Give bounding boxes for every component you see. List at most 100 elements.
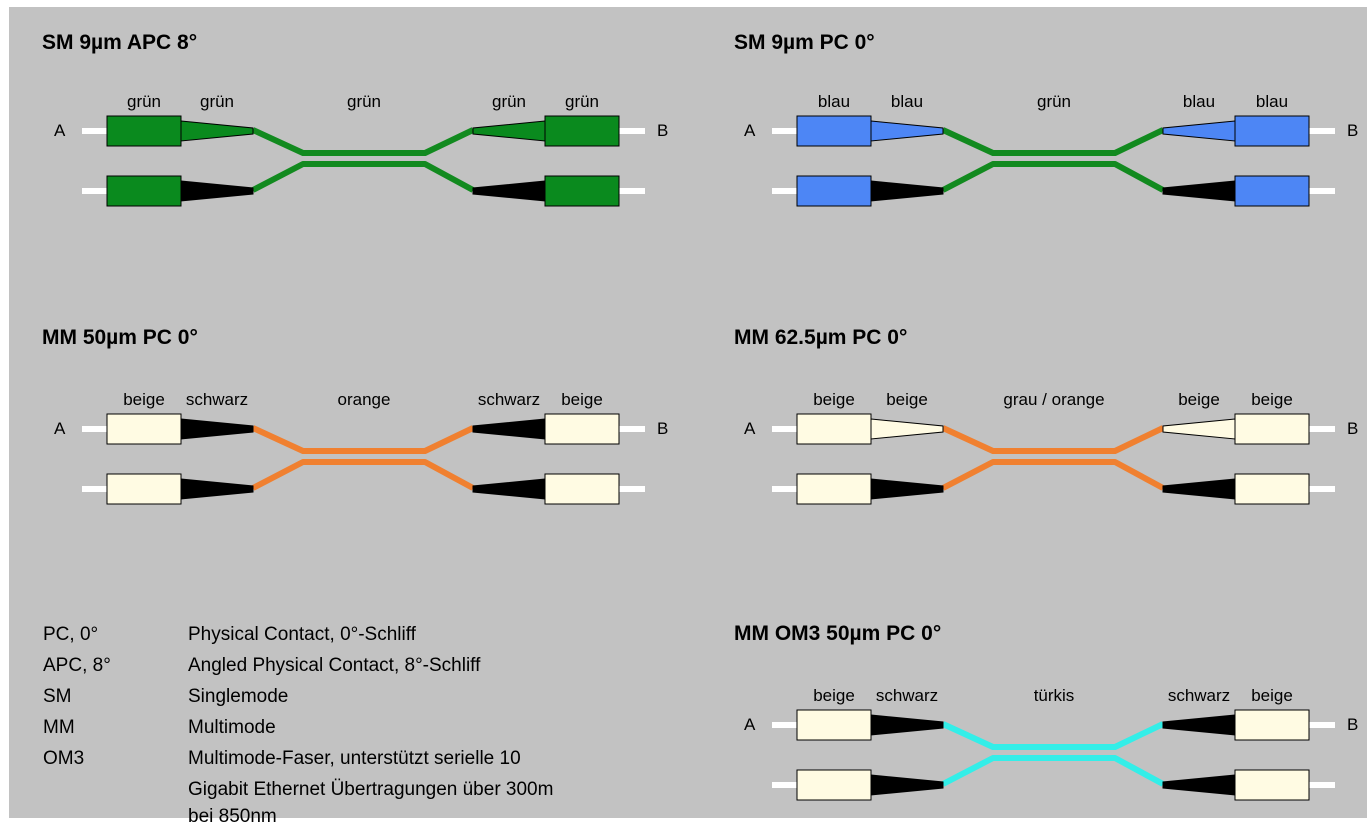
legend-abbr: MM <box>43 717 75 738</box>
connector-right <box>1234 413 1310 445</box>
boot-left <box>180 120 254 142</box>
component-label: grün <box>126 92 162 111</box>
cable-title: MM 50µm PC 0° <box>42 326 198 349</box>
component-label: beige <box>123 390 165 409</box>
legend-desc: Singlemode <box>188 686 289 707</box>
end-label-a: A <box>744 715 756 734</box>
end-label-a: A <box>54 419 66 438</box>
fiber-lower <box>251 161 475 193</box>
component-label: beige <box>813 686 855 705</box>
connector-right <box>1234 115 1310 147</box>
connector-left <box>796 175 872 207</box>
boot-left <box>180 478 254 500</box>
cable-title: SM 9µm APC 8° <box>42 31 198 54</box>
legend-abbr: SM <box>43 686 72 707</box>
component-label: blau <box>890 92 924 111</box>
component-label: schwarz <box>1167 686 1231 705</box>
component-label: schwarz <box>477 390 541 409</box>
boot-left <box>180 418 254 440</box>
boot-right <box>1162 478 1236 500</box>
legend-abbr: PC, 0° <box>43 624 99 645</box>
connector-right <box>1234 769 1310 801</box>
boot-right <box>1162 714 1236 736</box>
boot-left <box>870 120 944 142</box>
connector-right <box>544 473 620 505</box>
boot-left <box>870 418 944 440</box>
legend-desc: Physical Contact, 0°-Schliff <box>188 624 416 645</box>
end-label-a: A <box>54 121 66 140</box>
component-label: grün <box>491 92 527 111</box>
component-label: grün <box>1036 92 1072 111</box>
legend-desc: bei 850nm <box>188 806 277 827</box>
end-label-b: B <box>1347 419 1359 438</box>
fiber-lower <box>251 459 475 491</box>
fiber-upper <box>251 127 475 156</box>
component-label: schwarz <box>875 686 939 705</box>
component-label: grün <box>346 92 382 111</box>
boot-right <box>1162 120 1236 142</box>
legend-desc: Gigabit Ethernet Übertragungen über 300m <box>188 779 554 800</box>
fiber-upper <box>941 127 1165 156</box>
connector-right <box>544 175 620 207</box>
fiber-lower <box>941 459 1165 491</box>
connector-left <box>106 473 182 505</box>
legend-desc: Angled Physical Contact, 8°-Schliff <box>188 655 481 676</box>
connector-left <box>106 115 182 147</box>
component-label: türkis <box>1033 686 1075 705</box>
end-label-b: B <box>657 419 669 438</box>
connector-left <box>106 413 182 445</box>
boot-left <box>870 774 944 796</box>
component-label: grün <box>564 92 600 111</box>
legend-desc: Multimode <box>188 717 276 738</box>
legend-abbr: OM3 <box>43 748 85 769</box>
component-label: beige <box>886 390 928 409</box>
boot-right <box>472 418 546 440</box>
component-label: orange <box>337 390 391 409</box>
fiber-upper <box>941 721 1165 750</box>
component-label: beige <box>813 390 855 409</box>
component-label: blau <box>1182 92 1216 111</box>
component-label: blau <box>817 92 851 111</box>
fiber-upper <box>941 425 1165 454</box>
end-label-a: A <box>744 121 756 140</box>
legend-abbr: APC, 8° <box>43 655 111 676</box>
end-label-b: B <box>657 121 669 140</box>
end-label-b: B <box>1347 121 1359 140</box>
boot-left <box>870 714 944 736</box>
panel-top-edge <box>0 0 1367 7</box>
cable-title: MM 62.5µm PC 0° <box>734 326 908 349</box>
connector-left <box>796 769 872 801</box>
boot-right <box>1162 418 1236 440</box>
component-label: beige <box>1251 390 1293 409</box>
component-label: schwarz <box>185 390 249 409</box>
boot-left <box>870 478 944 500</box>
connector-left <box>106 175 182 207</box>
component-label: beige <box>561 390 603 409</box>
component-label: grün <box>199 92 235 111</box>
boot-right <box>472 120 546 142</box>
boot-left <box>870 180 944 202</box>
component-label: blau <box>1255 92 1289 111</box>
connector-right <box>1234 175 1310 207</box>
connector-left <box>796 709 872 741</box>
panel-background <box>9 0 1367 818</box>
end-label-b: B <box>1347 715 1359 734</box>
component-label: grau / orange <box>1003 390 1105 409</box>
boot-right <box>1162 774 1236 796</box>
connector-right <box>1234 473 1310 505</box>
cable-title: MM OM3 50µm PC 0° <box>734 622 942 645</box>
boot-right <box>472 180 546 202</box>
connector-left <box>796 115 872 147</box>
boot-right <box>472 478 546 500</box>
cable-title: SM 9µm PC 0° <box>734 31 875 54</box>
connector-right <box>1234 709 1310 741</box>
connector-right <box>544 115 620 147</box>
end-label-a: A <box>744 419 756 438</box>
legend-desc: Multimode-Faser, unterstützt serielle 10 <box>188 748 521 769</box>
component-label: beige <box>1178 390 1220 409</box>
